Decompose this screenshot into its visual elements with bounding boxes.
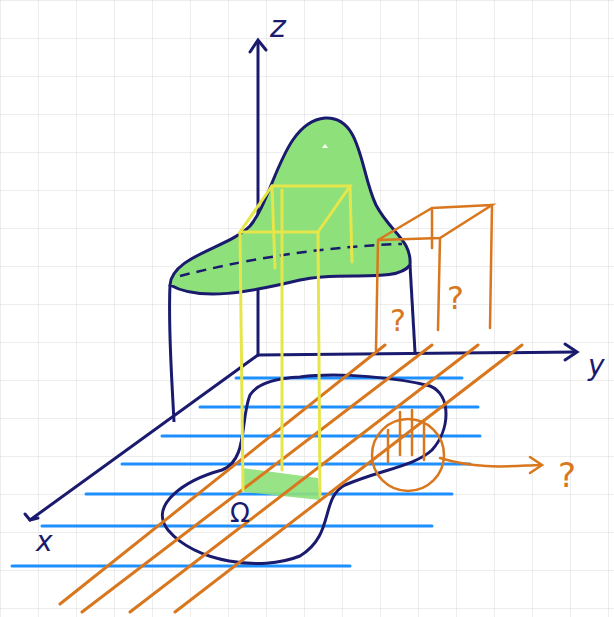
- axis-label: x: [36, 528, 53, 556]
- region-label: Ω: [230, 500, 250, 526]
- yellow-prism: [240, 186, 352, 496]
- surface-boundary-dashed: [180, 244, 402, 276]
- question-mark: ?: [390, 306, 406, 336]
- orange-box: [372, 205, 542, 491]
- axis-label: z: [270, 12, 286, 42]
- question-mark: ?: [558, 458, 576, 492]
- axis-label: y: [588, 352, 605, 380]
- orange-slices: [60, 345, 522, 612]
- surface: [170, 118, 410, 294]
- highlight: [322, 144, 328, 148]
- question-mark: ?: [447, 282, 464, 314]
